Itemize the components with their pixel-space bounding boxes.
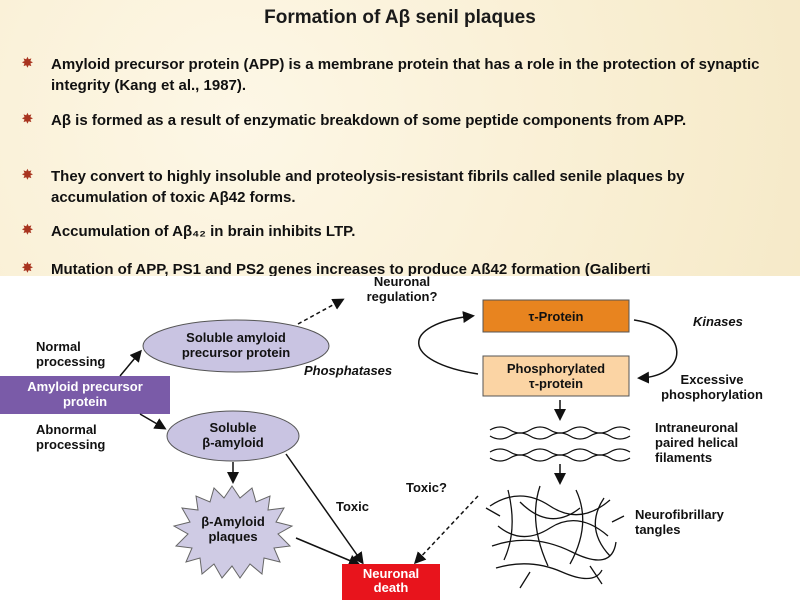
arrow-regulation (297, 298, 345, 325)
arrow-toxic-soluble (285, 453, 364, 565)
toxic-label: Toxic (336, 499, 369, 514)
arrow-abnormal (139, 413, 167, 430)
bullet-star-icon: ✸ (22, 111, 33, 126)
soluble-beta-amyloid-ellipse (166, 410, 300, 462)
filament-wave-icon (489, 454, 631, 462)
tangles-scribble-icon (485, 485, 625, 589)
filament-wave-icon (489, 448, 631, 456)
filament-wave-icon (489, 432, 631, 440)
bullet-star-icon: ✸ (22, 222, 33, 237)
bullet-star-icon: ✸ (22, 55, 33, 70)
phosphatases-label: Phosphatases (304, 363, 392, 378)
toxic-q-label: Toxic? (406, 480, 447, 495)
soluble-app-ellipse (142, 319, 330, 373)
arrow-kinases (633, 319, 678, 384)
slide-title: Formation of Aβ senil plaques (250, 6, 550, 30)
tau-protein-label: τ-Protein (529, 309, 584, 324)
neuronal-death-box (342, 564, 440, 600)
kinases-label: Kinases (693, 314, 743, 329)
bullet-star-icon: ✸ (22, 167, 33, 182)
arrow-phosphatases (418, 311, 479, 375)
filament-wave-icon (489, 426, 631, 434)
plaques-starburst-icon (172, 485, 294, 579)
bullet-star-icon: ✸ (22, 260, 33, 275)
app-box (0, 376, 170, 414)
slide-title-text: Formation of Aβ senil plaques (264, 7, 536, 28)
arrow-normal (119, 349, 142, 377)
arrow-toxic-plaques (295, 537, 361, 567)
tau-protein-box (482, 299, 630, 333)
arrow-toxic-tangles (413, 495, 479, 565)
phospho-tau-box (482, 355, 630, 397)
